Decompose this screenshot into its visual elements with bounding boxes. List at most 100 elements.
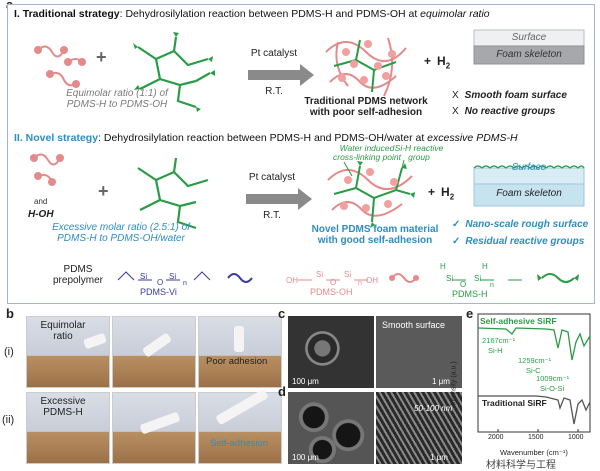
traditional-con1-text: Smooth foam surface <box>464 90 567 101</box>
novel-pdms-h-network-icon <box>137 157 209 230</box>
novel-plus-sign: + <box>98 181 109 201</box>
ftir-series-bottom: Traditional SiRF <box>482 398 547 408</box>
traditional-strategy-title: I. Traditional strategy: Dehydrosilylati… <box>14 8 490 20</box>
panel-label-b: b <box>6 306 14 321</box>
traditional-byproduct-main: H <box>437 54 446 68</box>
novel-network-icon <box>327 161 415 228</box>
pdms-vi-structure-icon <box>117 271 211 281</box>
novel-pro1-mark: ✓ <box>452 219 461 230</box>
novel-catalyst: Pt catalyst <box>248 172 296 183</box>
vi-si-1: Si <box>140 272 148 281</box>
d-scale1: 100 μm <box>292 453 319 462</box>
vi-si-2: Si <box>169 272 177 281</box>
novel-pro1: ✓Nano-scale rough surface <box>452 219 588 230</box>
traditional-ratio-caption: Equimolar ratio (1:1) of PDMS-H to PDMS-… <box>42 88 192 110</box>
novel-heading: II. Novel strategy <box>14 132 99 144</box>
row2-caption-line2: PDMS-H <box>43 407 83 418</box>
row-label-i: (i) <box>4 346 14 358</box>
traditional-con2-text: No reactive groups <box>464 106 556 117</box>
traditional-heading: I. Traditional strategy <box>14 8 120 20</box>
rough-surface-texture <box>473 165 585 169</box>
peak2-group: Si-C <box>526 366 541 375</box>
sih-end-groups-icon <box>133 32 215 112</box>
pdms-h-name: PDMS-H <box>452 289 488 299</box>
photo-b4 <box>26 392 110 464</box>
watermark-text: 材料科学与工程 <box>486 460 556 471</box>
novel-strategy-title: II. Novel strategy: Dehydrosilylation re… <box>14 132 518 144</box>
peak3-group: Si-O-Si <box>540 384 565 393</box>
water-note-pointer <box>343 161 353 177</box>
c-smooth-label: Smooth surface <box>382 320 446 330</box>
prepolymer-label: PDMS prepolymer <box>48 264 108 286</box>
vi-n: n <box>183 280 187 287</box>
traditional-con1-mark: X <box>452 90 459 101</box>
novel-pro2-text: Residual reactive groups <box>465 236 585 247</box>
novel-description-italic: excessive PDMS-H <box>427 132 518 144</box>
peak3-value: 1009cm⁻¹ <box>536 374 570 383</box>
traditional-skeleton-label: Foam skeleton <box>496 49 562 60</box>
h-group-left: H <box>440 262 446 271</box>
traditional-con2: X No reactive groups <box>452 106 555 117</box>
novel-water-label: H-OH <box>28 209 54 220</box>
photo-b1 <box>26 316 110 388</box>
pdms-oh-chains-icon <box>34 45 86 88</box>
novel-skeleton-label: Foam skeleton <box>496 188 562 199</box>
sih-note-line2: group <box>408 152 430 162</box>
pdms-h-network-icon <box>137 36 211 109</box>
vi-o: O <box>157 278 164 287</box>
novel-pro2: ✓Residual reactive groups <box>452 236 584 247</box>
novel-product-line2: with good self-adhesion <box>317 235 433 246</box>
traditional-temperature: R.T. <box>265 86 283 97</box>
d-feature: 50-100 nm <box>414 404 453 413</box>
pdms-vi-name: PDMS-Vi <box>140 287 177 297</box>
c-scale2: 1 μm <box>432 377 450 386</box>
pdms-oh-name: PDMS-OH <box>310 287 353 297</box>
panel-label-e: e <box>466 306 474 321</box>
h-si-2: Si <box>474 274 482 283</box>
panel-label-d: d <box>278 384 286 399</box>
novel-and-label: and <box>34 197 48 206</box>
sem-c-low-mag <box>288 316 374 388</box>
foam-skeleton-block <box>473 45 585 65</box>
traditional-con1: X Smooth foam surface <box>452 90 567 101</box>
prepolymer-structures <box>117 271 579 283</box>
novel-product-line1: Novel PDMS foam material <box>311 224 439 235</box>
novel-foam-skeleton-block <box>473 183 585 207</box>
traditional-ratio-line1: Equimolar ratio (1:1) of <box>66 88 168 99</box>
sih-note-pointer <box>401 159 405 169</box>
traditional-description-italic: equimolar ratio <box>420 8 490 20</box>
row1-caption-line2: ratio <box>53 331 73 342</box>
xtick-label-1000: 1000 <box>568 434 584 441</box>
traditional-product-line2: with poor self-adhesion <box>309 107 423 118</box>
panel-label-c: c <box>278 306 286 321</box>
traditional-product-caption: Traditional PDMS network with poor self-… <box>296 96 436 118</box>
novel-temperature: R.T. <box>263 210 281 221</box>
traditional-network-icon <box>325 37 407 97</box>
novel-ratio-caption: Excessive molar ratio (2.5:1) of PDMS-H … <box>36 222 206 244</box>
xtick-label-1500: 1500 <box>528 434 544 441</box>
ftir-ylabel: Intensity (a.u.) <box>450 361 458 406</box>
sem-d-low-mag <box>288 392 374 464</box>
sem-d-nano <box>376 392 462 464</box>
row1-caption: Equimolar ratio <box>28 320 98 342</box>
h-n: n <box>490 282 494 289</box>
traditional-catalyst: Pt catalyst <box>250 48 298 59</box>
novel-reaction-arrow-icon <box>246 188 312 210</box>
peak2-value: 1259cm⁻¹ <box>518 356 552 365</box>
sem-c-smooth <box>376 316 462 388</box>
foam-sample-b3 <box>234 326 244 352</box>
novel-product-caption: Novel PDMS foam material with good self-… <box>300 224 450 246</box>
water-note-line1: Water induced <box>339 143 395 153</box>
traditional-byproduct: +H2 <box>424 54 450 70</box>
traditional-ratio-line2: PDMS-H to PDMS-OH <box>66 99 168 110</box>
ftir-series-top: Self-adhesive SiRF <box>480 316 557 326</box>
row1-caption-line1: Equimolar <box>40 320 86 331</box>
prepolymer-line2: prepolymer <box>52 275 104 286</box>
pdms-h-chain-icon <box>541 273 575 283</box>
self-adhesion-label: Self-adhesion <box>210 438 269 449</box>
traditional-con2-mark: X <box>452 106 459 117</box>
traditional-product-line1: Traditional PDMS network <box>304 96 428 107</box>
novel-byproduct-plus: + <box>428 185 436 199</box>
traditional-spectrum-line <box>478 395 591 425</box>
pdms-vi-chain-icon <box>227 273 253 283</box>
